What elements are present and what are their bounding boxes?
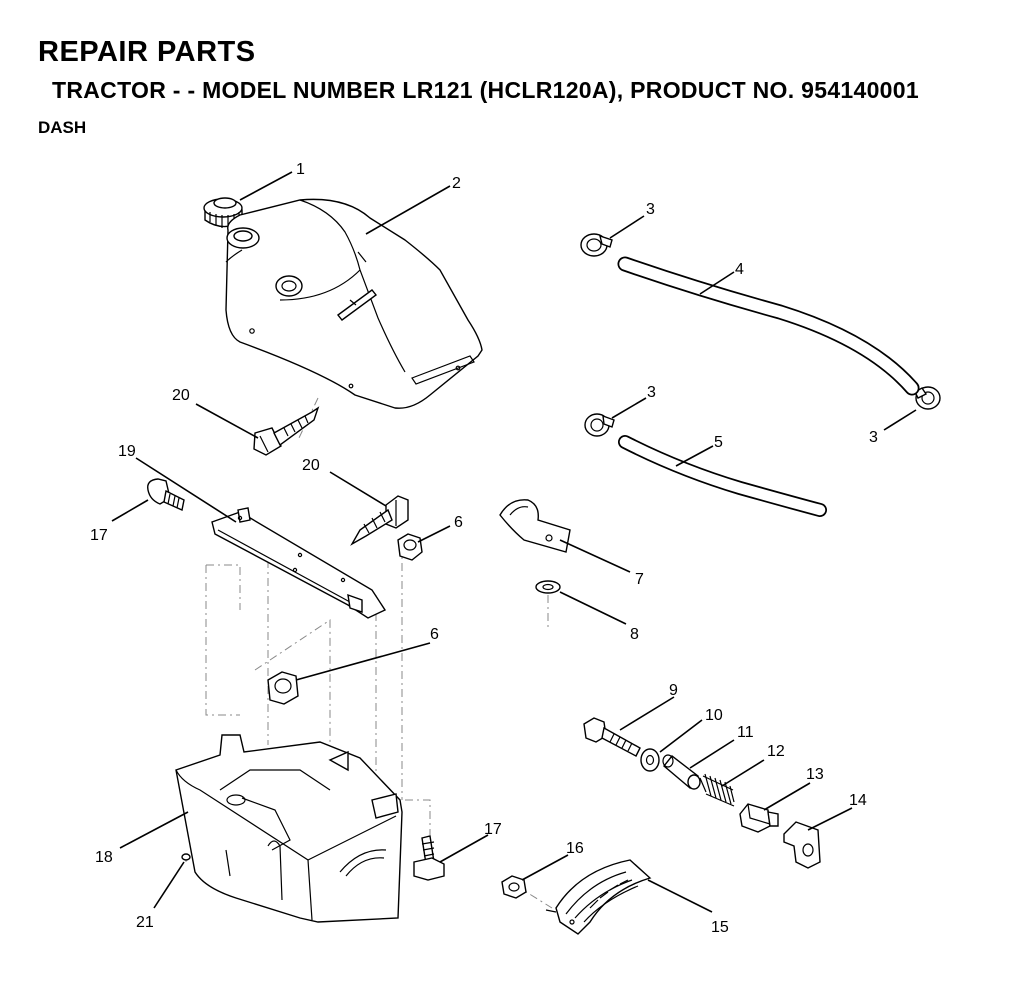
dash-bracket: [211, 507, 387, 619]
section-label: DASH: [38, 118, 87, 137]
page-title: REPAIR PARTS: [38, 36, 256, 68]
flat-washer: [535, 580, 561, 594]
dash-pin: [181, 853, 191, 861]
hex-bolt: [583, 717, 641, 757]
hose-clip: [499, 499, 571, 553]
callout-6: 6: [454, 514, 463, 531]
callout-7: 7: [635, 571, 644, 588]
callout-3: 3: [647, 384, 656, 401]
screw-upper: [253, 406, 320, 456]
dash-panel: [175, 734, 403, 923]
fuel-cap: [203, 197, 243, 228]
callout-16: 16: [566, 840, 584, 857]
callout-8: 8: [630, 626, 639, 643]
callout-21: 21: [136, 914, 154, 931]
callout-15: 15: [711, 919, 729, 936]
callout-5: 5: [714, 434, 723, 451]
fuel-tank: [225, 198, 483, 409]
leader-lines: [111, 171, 917, 913]
callout-3: 3: [646, 201, 655, 218]
callout-numbers: 1 2 3 4 3 3 5 20 19 20 6 17 7 8 6 9 10 1…: [90, 161, 878, 936]
model-subtitle: TRACTOR - - MODEL NUMBER LR121 (HCLR120A…: [52, 77, 919, 103]
callout-17: 17: [484, 821, 502, 838]
callout-20: 20: [172, 387, 190, 404]
bolt-upper: [147, 478, 185, 511]
callout-20: 20: [302, 457, 320, 474]
callout-12: 12: [767, 743, 785, 760]
callout-4: 4: [735, 261, 744, 278]
callout-11: 11: [737, 724, 754, 741]
fuel-hose-long: [617, 256, 920, 396]
callout-13: 13: [806, 766, 824, 783]
washer-10: [640, 748, 660, 772]
lock-nut-upper: [397, 533, 423, 561]
callout-18: 18: [95, 849, 113, 866]
plunger: [739, 803, 779, 833]
callout-2: 2: [452, 175, 461, 192]
callout-17: 17: [90, 527, 108, 544]
compression-spring: [699, 773, 735, 807]
screw-middle: [350, 495, 409, 546]
callout-9: 9: [669, 682, 678, 699]
spacer-tube: [662, 754, 701, 790]
hose-clamp-b: [584, 413, 615, 437]
lock-nut-lower: [267, 671, 299, 705]
flange-nut: [501, 875, 527, 899]
callout-19: 19: [118, 443, 136, 460]
fuel-hose-short: [618, 435, 827, 517]
indicator-plate: [545, 859, 652, 935]
callout-10: 10: [705, 707, 723, 724]
lever-knob: [783, 821, 821, 869]
callout-1: 1: [296, 161, 305, 178]
callout-6: 6: [430, 626, 439, 643]
callout-14: 14: [849, 792, 867, 809]
hose-clamp-a: [580, 233, 613, 257]
callout-3: 3: [869, 429, 878, 446]
bolt-lower: [413, 835, 445, 881]
